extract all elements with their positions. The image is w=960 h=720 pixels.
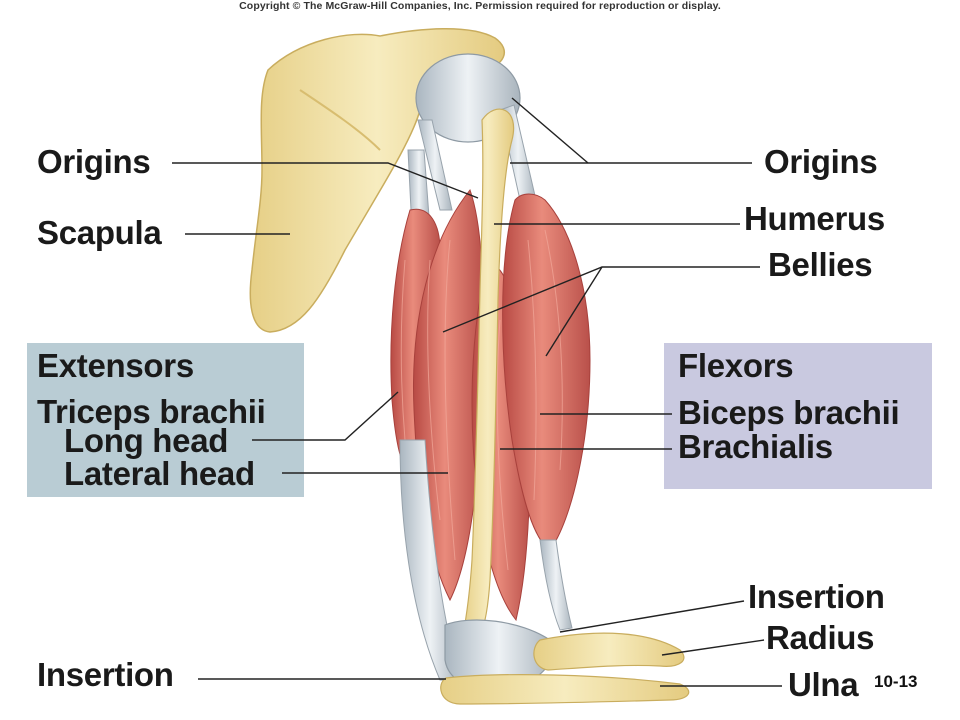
label-origins-left: Origins: [37, 143, 151, 180]
leader-bellies: [442, 266, 760, 333]
label-long-head: Long head: [64, 422, 229, 459]
leader-radius: [661, 639, 765, 656]
copyright-notice: Copyright © The McGraw-Hill Companies, I…: [239, 0, 721, 12]
label-triceps-brachii: Triceps brachii: [37, 393, 266, 430]
label-extensors: Extensors: [37, 347, 194, 384]
leader-origins-right-b: [511, 97, 589, 164]
leader-long-head: [252, 391, 399, 441]
label-flexors: Flexors: [678, 347, 794, 384]
label-lateral-head: Lateral head: [64, 455, 255, 492]
label-humerus: Humerus: [744, 200, 885, 237]
flexors-box: [664, 343, 932, 489]
leader-bellies-b: [545, 266, 603, 357]
leader-origins-left: [172, 162, 479, 199]
label-radius: Radius: [766, 619, 875, 656]
slide-number: 10-13: [874, 672, 918, 691]
label-scapula: Scapula: [37, 214, 162, 251]
scapula-bone: [249, 28, 506, 333]
leader-insertion-right: [559, 600, 745, 633]
biceps-brachii-muscle: [502, 193, 591, 551]
extensors-box: [27, 343, 304, 497]
label-insertion-left: Insertion: [37, 656, 174, 693]
label-bellies: Bellies: [768, 246, 873, 283]
label-ulna: Ulna: [788, 666, 859, 703]
ulna-bone: [440, 674, 690, 705]
label-brachialis: Brachialis: [678, 428, 833, 465]
label-origins-right: Origins: [764, 143, 878, 180]
label-biceps-brachii: Biceps brachii: [678, 394, 900, 431]
radius-bone: [533, 632, 685, 671]
label-insertion-right: Insertion: [748, 578, 885, 615]
